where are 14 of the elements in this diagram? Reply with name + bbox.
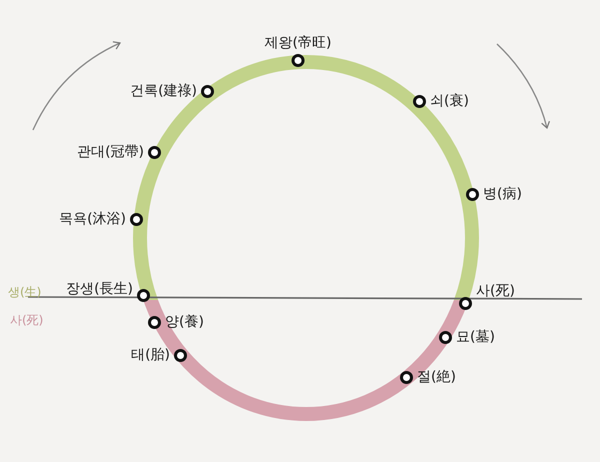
stage-label: 건록(建祿): [130, 82, 197, 100]
stage-label: 태(胎): [131, 346, 170, 364]
stage-label: 절(絶): [417, 368, 456, 386]
side-label: 생(生): [8, 284, 42, 301]
stage-label: 양(養): [165, 313, 204, 331]
stage-label: 관대(冠帶): [77, 143, 144, 161]
stage-label: 병(病): [483, 185, 522, 203]
stage-label: 목욕(沐浴): [59, 210, 126, 228]
stage-label: 장생(長生): [66, 280, 133, 298]
stage-label: 묘(墓): [456, 328, 495, 346]
stage-label: 제왕(帝旺): [264, 34, 332, 52]
stage-label: 쇠(衰): [430, 92, 469, 110]
side-label: 사(死): [10, 312, 44, 329]
stage-label: 사(死): [476, 282, 515, 300]
